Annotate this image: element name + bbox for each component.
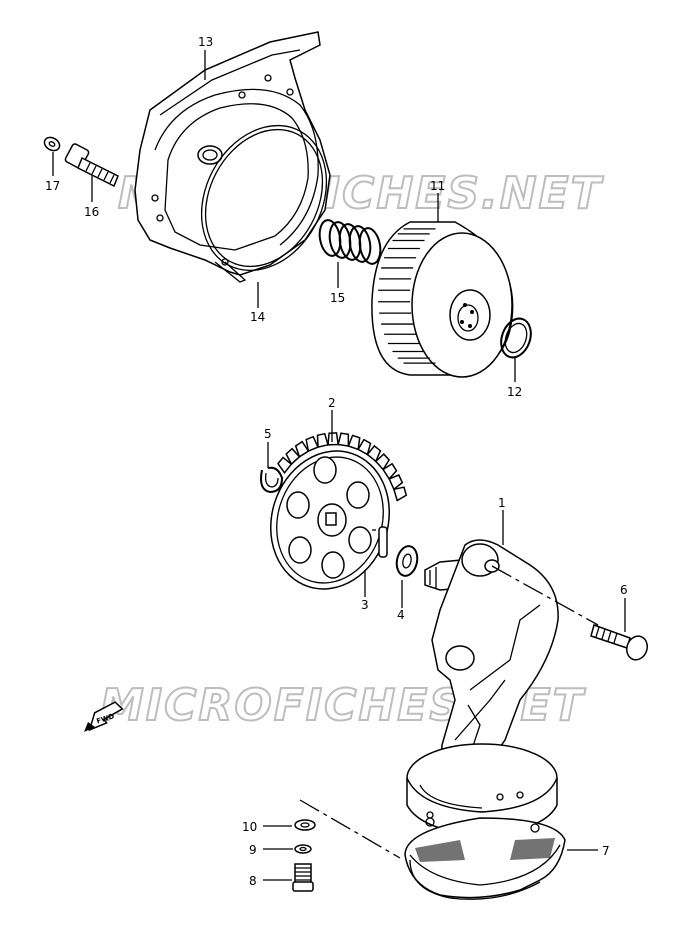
callout-7: 7 bbox=[602, 844, 610, 858]
callout-15: 15 bbox=[330, 291, 345, 305]
part-5-circlip[interactable] bbox=[260, 466, 284, 494]
callout-numbers: 13 17 16 11 14 15 12 2 5 3 4 1 6 7 10 9 … bbox=[45, 35, 628, 888]
callout-4: 4 bbox=[397, 608, 405, 622]
callout-2: 2 bbox=[328, 396, 336, 410]
part-14-o-ring[interactable] bbox=[177, 104, 351, 293]
part-4-washer[interactable] bbox=[394, 544, 420, 578]
callout-12: 12 bbox=[507, 385, 522, 399]
part-9-washer[interactable] bbox=[294, 844, 312, 854]
callout-9: 9 bbox=[249, 843, 257, 857]
part-2-driven-gear[interactable] bbox=[253, 432, 408, 605]
part-12-o-ring-small[interactable] bbox=[496, 314, 536, 361]
callout-13: 13 bbox=[198, 35, 213, 49]
part-10-washer[interactable] bbox=[294, 819, 316, 831]
callout-14: 14 bbox=[250, 310, 265, 324]
callout-3: 3 bbox=[361, 598, 369, 612]
part-3-pin[interactable] bbox=[378, 526, 388, 558]
part-15-spring[interactable] bbox=[317, 219, 383, 266]
part-17-washer[interactable] bbox=[42, 135, 62, 153]
callout-11: 11 bbox=[430, 179, 445, 193]
callout-6: 6 bbox=[620, 583, 628, 597]
callout-5: 5 bbox=[264, 427, 272, 441]
callout-1: 1 bbox=[498, 496, 506, 510]
connection-lines bbox=[299, 529, 599, 859]
part-13-filter-cover[interactable] bbox=[134, 31, 331, 283]
part-6-bolt[interactable] bbox=[590, 624, 651, 663]
callout-17: 17 bbox=[45, 179, 60, 193]
callout-16: 16 bbox=[84, 205, 99, 219]
part-8-bolt[interactable] bbox=[292, 863, 314, 892]
part-11-oil-filter[interactable] bbox=[371, 221, 514, 378]
callout-8: 8 bbox=[249, 874, 257, 888]
part-16-bolt[interactable] bbox=[64, 143, 119, 188]
callout-10: 10 bbox=[242, 820, 257, 834]
part-7-oil-strainer[interactable] bbox=[404, 817, 566, 900]
leader-lines bbox=[52, 50, 626, 881]
